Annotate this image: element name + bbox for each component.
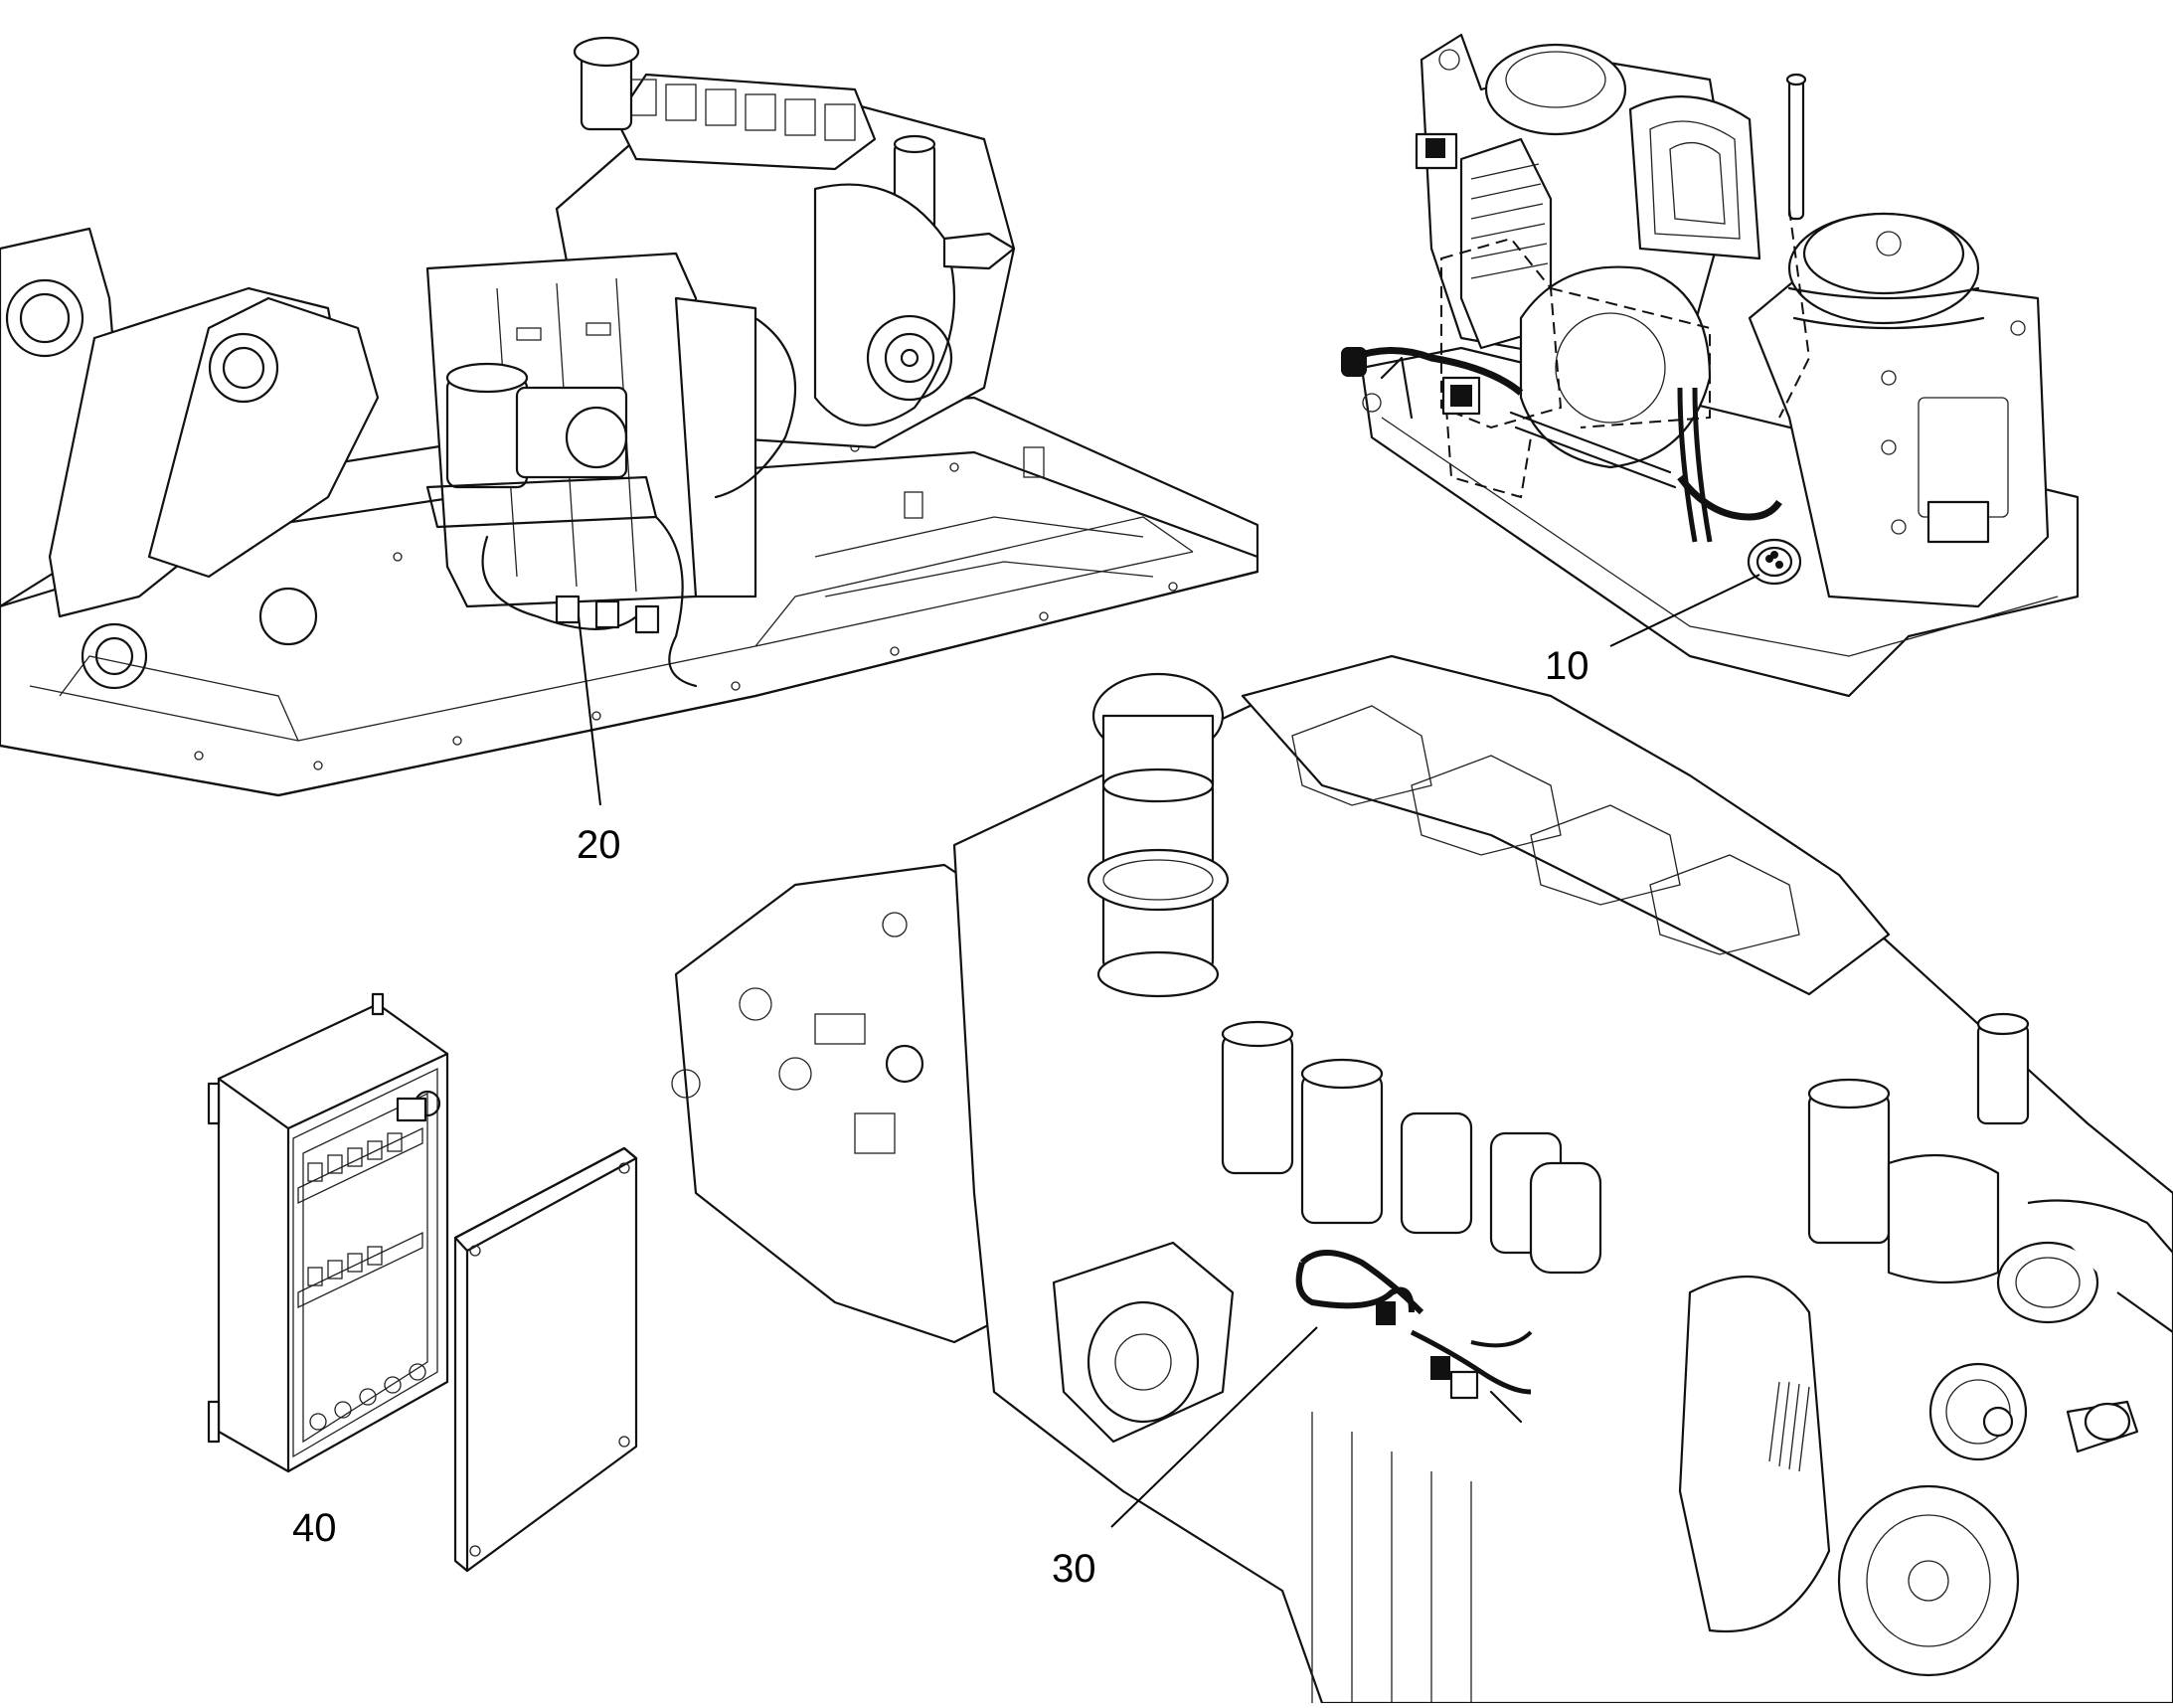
leader-line-10 — [1609, 574, 1760, 647]
compressor-detail-view — [1341, 33, 2080, 698]
leader-line-30 — [1110, 1326, 1318, 1528]
callout-30: 30 — [1052, 1547, 1096, 1591]
callout-10: 10 — [1545, 644, 1589, 688]
leader-line-20 — [578, 615, 601, 806]
electrical-enclosure-view — [207, 992, 638, 1573]
engine-harness-view — [671, 654, 2173, 1705]
frame-engine-view — [0, 36, 1259, 797]
callout-20: 20 — [577, 823, 621, 867]
callout-40: 40 — [292, 1506, 337, 1550]
